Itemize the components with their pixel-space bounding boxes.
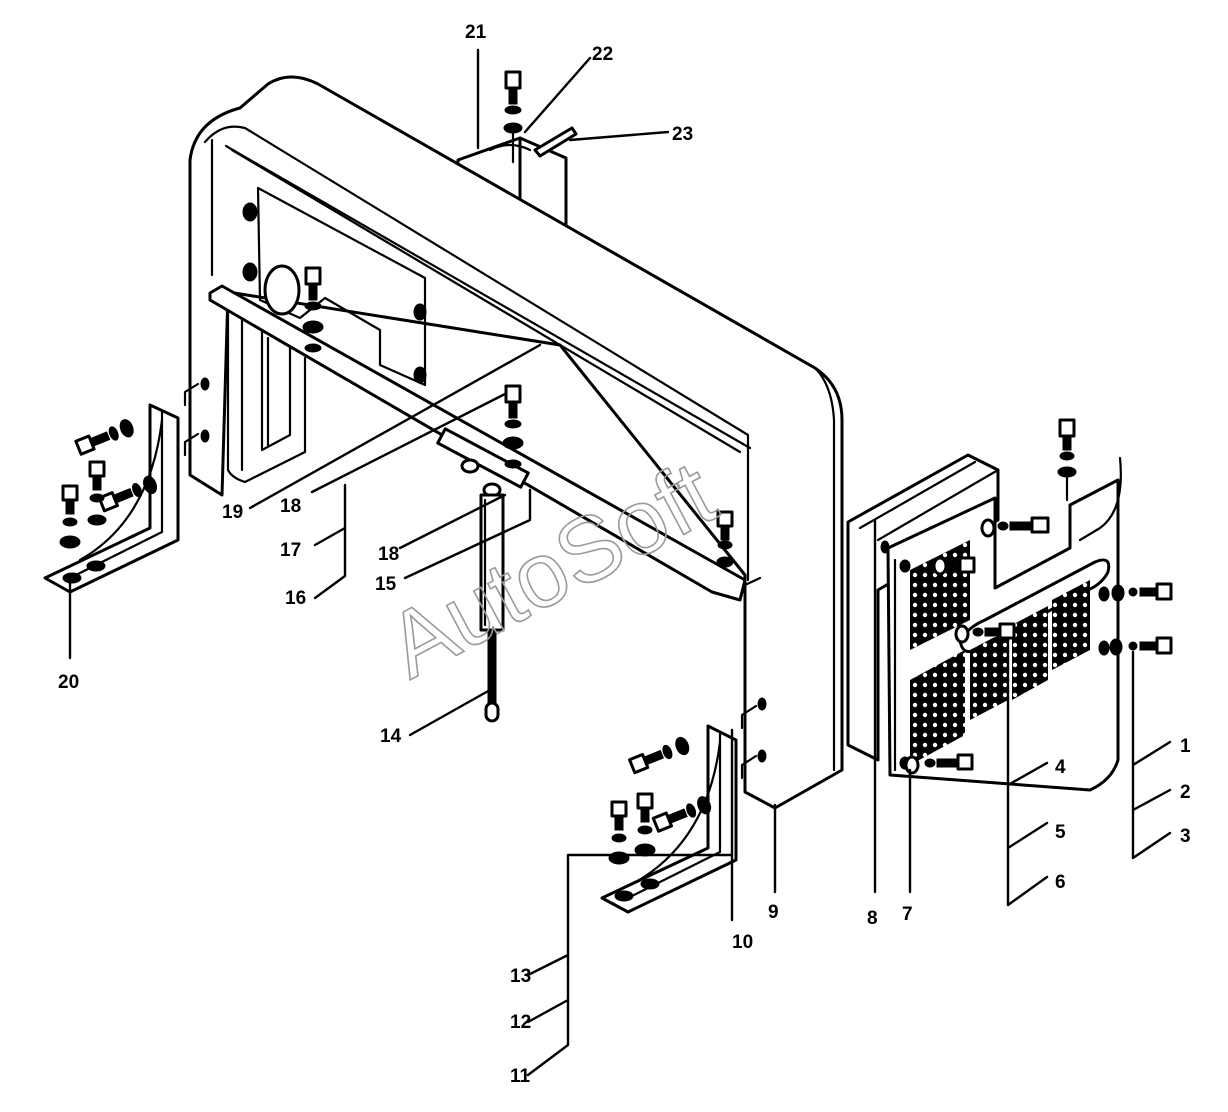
label-23: 23 [672, 124, 693, 145]
left-bracket-bolts [59, 419, 158, 549]
main-frame [188, 75, 844, 810]
label-7: 7 [902, 904, 913, 925]
label-22: 22 [592, 44, 613, 65]
crossbar-bolt-right [716, 510, 734, 568]
label-18b: 18 [378, 544, 399, 565]
label-14: 14 [380, 726, 402, 747]
label-8: 8 [867, 908, 878, 929]
label-21: 21 [465, 22, 487, 43]
inner-panel [242, 186, 427, 387]
top-bolt-22 [503, 70, 523, 164]
right-bracket [600, 697, 767, 914]
label-3: 3 [1180, 826, 1191, 847]
crossbar [208, 284, 747, 602]
label-6: 6 [1055, 872, 1066, 893]
bolt-18 [502, 384, 524, 469]
label-12: 12 [510, 1012, 531, 1033]
label-16: 16 [285, 588, 306, 609]
label-9: 9 [768, 902, 779, 923]
label-20: 20 [58, 672, 79, 693]
label-10: 10 [732, 932, 753, 953]
grille-panel-bolts [904, 418, 1173, 775]
label-1: 1 [1180, 736, 1191, 757]
label-5: 5 [1055, 822, 1066, 843]
label-4: 4 [1055, 757, 1066, 778]
gas-strut [460, 458, 505, 723]
label-13: 13 [510, 966, 531, 987]
top-pin-23 [533, 126, 578, 158]
grille-panel [886, 456, 1122, 792]
label-18a: 18 [280, 496, 301, 517]
part-labels: 1 2 3 4 5 6 7 8 9 10 11 12 13 14 15 16 1… [58, 22, 1191, 1087]
label-11: 11 [510, 1066, 531, 1087]
bolt-19 [302, 266, 324, 353]
label-19: 19 [222, 502, 243, 523]
label-15: 15 [375, 574, 397, 595]
right-bracket-bolts [608, 736, 712, 865]
label-17: 17 [280, 540, 301, 561]
label-2: 2 [1180, 782, 1191, 803]
leader-lines [68, 48, 1172, 1077]
